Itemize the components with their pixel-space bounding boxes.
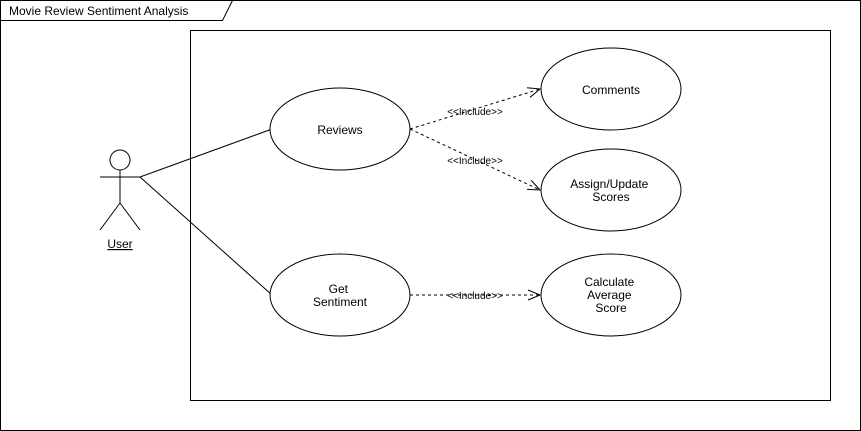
association-user-reviews [139,128,273,178]
use-case-comments[interactable]: Comments [540,47,682,131]
use-case-reviews[interactable]: Reviews [269,87,411,171]
actor-user[interactable]: User [99,149,141,251]
use-case-assign-update-scores-label: Assign/Update Scores [570,177,651,204]
frame-title: Movie Review Sentiment Analysis [9,4,188,18]
include-label-calculate-average-score: <<Include>> [447,291,503,302]
include-arrow-comments [409,89,540,130]
actor-head [109,149,131,171]
system-boundary [190,30,831,401]
use-case-comments-label: Comments [582,83,640,97]
include-label-assign-update-scores: <<Include>> [447,156,503,167]
use-case-reviews-label: Reviews [317,123,362,137]
use-case-get-sentiment[interactable]: Get Sentiment [269,253,411,337]
actor-right-leg [119,202,141,231]
frame-title-tab [0,0,233,21]
actor-left-leg [99,202,121,231]
use-case-get-sentiment-label: Get Sentiment [313,282,368,309]
association-user-get-sentiment [139,176,273,296]
use-case-calculate-average-score-label: Calculate Average Score [584,275,637,315]
include-label-comments: <<Include>> [447,107,503,118]
actor-label: User [107,237,132,251]
use-case-calculate-average-score[interactable]: Calculate Average Score [540,253,682,337]
use-case-assign-update-scores[interactable]: Assign/Update Scores [540,148,682,232]
